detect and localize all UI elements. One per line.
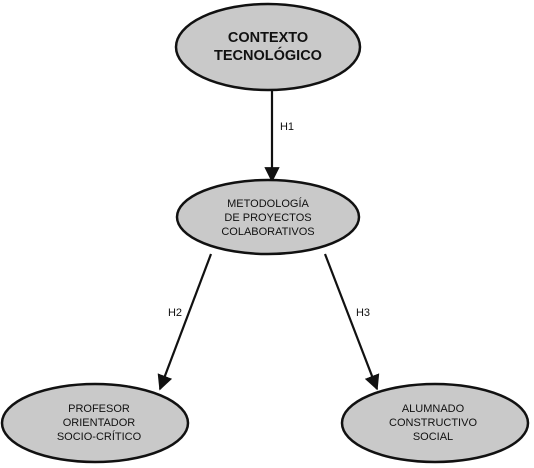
edge-h3: H3 (323, 253, 380, 391)
arrow-h2 (157, 253, 213, 391)
node-profesor-ellipse (0, 382, 190, 464)
node-profesor-line-3: SOCIO-CRÍTICO (57, 430, 142, 443)
node-metodologia-line-2: DE PROYECTOS (224, 212, 311, 224)
edge-h1: H1 (264, 90, 294, 183)
node-contexto-line-1: CONTEXTO (228, 30, 308, 46)
node-profesor: PROFESOR ORIENTADOR SOCIO-CRÍTICO (0, 382, 190, 464)
node-alumnado-ellipse (340, 382, 530, 464)
node-alumnado-line-2: CONSTRUCTIVO (389, 417, 477, 429)
node-contexto-tecnologico: CONTEXTO TECNOLÓGICO (174, 2, 362, 92)
node-contexto-ellipse (174, 2, 362, 92)
edge-label-h3: H3 (356, 307, 370, 319)
node-alumnado: ALUMNADO CONSTRUCTIVO SOCIAL (340, 382, 530, 464)
node-alumnado-line-3: SOCIAL (413, 431, 453, 443)
node-alumnado-line-1: ALUMNADO (402, 403, 465, 415)
edge-label-h1: H1 (280, 121, 294, 133)
node-contexto-line-2: TECNOLÓGICO (214, 46, 322, 64)
node-metodologia-ellipse (175, 178, 361, 256)
node-metodologia: METODOLOGÍA DE PROYECTOS COLABORATIVOS (175, 178, 361, 256)
node-profesor-line-1: PROFESOR (68, 403, 130, 415)
node-profesor-line-2: ORIENTADOR (63, 417, 136, 429)
node-metodologia-line-3: COLABORATIVOS (221, 226, 314, 238)
edge-h2: H2 (157, 253, 213, 391)
edge-label-h2: H2 (168, 307, 182, 319)
arrow-h3 (323, 253, 380, 391)
node-metodologia-line-1: METODOLOGÍA (227, 197, 309, 210)
